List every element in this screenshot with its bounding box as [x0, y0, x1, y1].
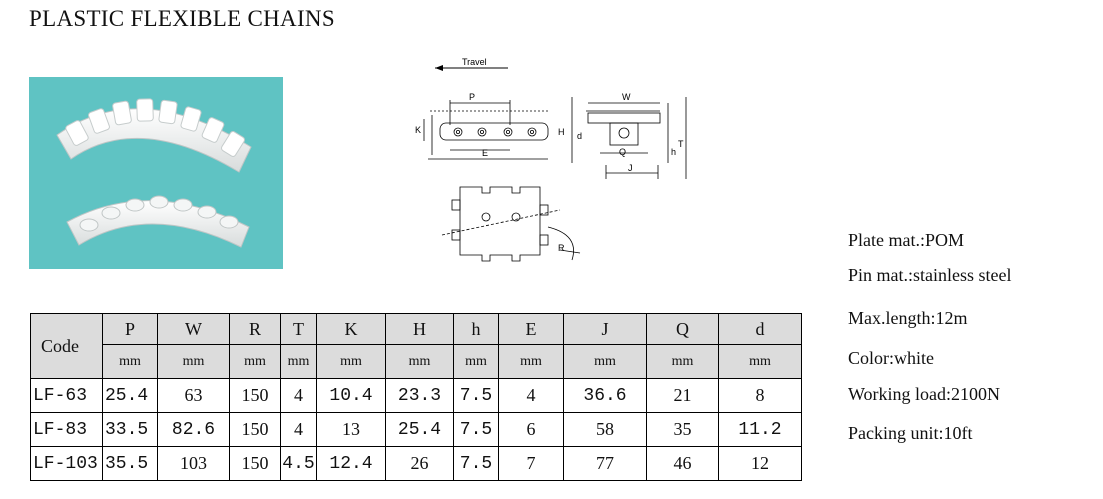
cell-value: 36.6 [563, 378, 647, 413]
dim-label-q: Q [619, 147, 626, 157]
travel-label: Travel [462, 57, 487, 67]
cell-value: 35 [646, 412, 719, 447]
header-r: R [229, 313, 281, 345]
cell-code: LF-63 [30, 378, 103, 413]
cell-code: LF-103 [30, 446, 103, 481]
table-row: LF-103 35.5 103 150 4.5 12.4 26 7.5 7 77… [30, 446, 802, 481]
dim-label-t: T [678, 139, 684, 149]
cell-value: 26 [385, 446, 454, 481]
dim-label-k: K [415, 125, 421, 135]
dim-label-h-upper: H [558, 127, 565, 137]
cell-value: 7.5 [453, 446, 499, 481]
dim-label-r: R [558, 243, 565, 253]
cell-value: 25.4 [102, 378, 158, 413]
unit-cell: mm [453, 344, 499, 379]
cell-value: 8 [718, 378, 802, 413]
header-h-upper: H [385, 313, 454, 345]
top-view [441, 186, 581, 262]
cell-value: 13 [316, 412, 386, 447]
cell-value: 7.5 [453, 412, 499, 447]
header-j: J [563, 313, 647, 345]
header-t: T [280, 313, 317, 345]
cell-value: 35.5 [102, 446, 158, 481]
cell-value: 33.5 [102, 412, 158, 447]
header-p: P [102, 313, 158, 345]
cell-value: 103 [157, 446, 230, 481]
spec-color: Color:white [848, 348, 934, 368]
header-e: E [498, 313, 564, 345]
unit-cell: mm [498, 344, 564, 379]
unit-cell: mm [718, 344, 802, 379]
header-d: d [718, 313, 802, 345]
travel-arrow-head [435, 65, 443, 71]
header-q: Q [646, 313, 719, 345]
cell-value: 150 [229, 446, 281, 481]
cell-value: 6 [498, 412, 564, 447]
dim-label-d: d [577, 131, 582, 141]
end-view [571, 97, 687, 179]
spec-packing-unit: Packing unit:10ft [848, 423, 973, 443]
cell-code: LF-83 [30, 412, 103, 447]
unit-cell: mm [280, 344, 317, 379]
cell-value: 82.6 [157, 412, 230, 447]
unit-cell: mm [157, 344, 230, 379]
cell-value: 23.3 [385, 378, 454, 413]
table-row: LF-63 25.4 63 150 4 10.4 23.3 7.5 4 36.6… [30, 378, 802, 413]
chain-photo-illustration [56, 98, 252, 248]
cell-value: 4 [498, 378, 564, 413]
spec-plate-material: Plate mat.:POM [848, 230, 964, 250]
unit-cell: mm [563, 344, 647, 379]
cell-value: 150 [229, 412, 281, 447]
dimensions-table: Code P W R T K H h E J Q d mm mm mm mm m… [30, 313, 802, 481]
product-photo [29, 77, 283, 269]
cell-value: 150 [229, 378, 281, 413]
cell-value: 21 [646, 378, 719, 413]
spec-working-load: Working load:2100N [848, 384, 1001, 404]
specifications-list: Plate mat.:POM Pin mat.:stainless steel … [848, 0, 1098, 499]
spec-pin-material: Pin mat.:stainless steel [848, 265, 1012, 285]
technical-drawings: Travel P E K H [410, 55, 700, 285]
cell-value: 10.4 [316, 378, 386, 413]
cell-value: 77 [563, 446, 647, 481]
header-w: W [157, 313, 230, 345]
cell-value: 58 [563, 412, 647, 447]
cell-value: 4.5 [280, 446, 317, 481]
unit-cell: mm [646, 344, 719, 379]
table-row: LF-83 33.5 82.6 150 4 13 25.4 7.5 6 58 3… [30, 412, 802, 447]
cell-value: 4 [280, 412, 317, 447]
table-header-row: Code P W R T K H h E J Q d [30, 313, 802, 379]
cell-value: 7 [498, 446, 564, 481]
cell-value: 46 [646, 446, 719, 481]
cell-value: 12.4 [316, 446, 386, 481]
cell-value: 4 [280, 378, 317, 413]
dim-label-h-lower: h [671, 147, 676, 157]
chain-dimension-drawing: Travel P E K H [415, 57, 687, 262]
header-code: Code [30, 313, 103, 379]
cell-value: 63 [157, 378, 230, 413]
cell-value: 7.5 [453, 378, 499, 413]
unit-cell: mm [229, 344, 281, 379]
spec-max-length: Max.length:12m [848, 308, 968, 328]
page-title: PLASTIC FLEXIBLE CHAINS [29, 6, 335, 31]
cell-value: 25.4 [385, 412, 454, 447]
unit-cell: mm [316, 344, 386, 379]
dim-label-p: P [469, 92, 475, 102]
table-unit-row: mm mm mm mm mm mm mm mm mm mm mm [31, 344, 802, 379]
header-k: K [316, 313, 386, 345]
dim-label-e: E [482, 148, 488, 158]
cell-value: 12 [718, 446, 802, 481]
cell-value: 11.2 [718, 412, 802, 447]
side-view [423, 100, 549, 160]
header-h-lower: h [453, 313, 499, 345]
dim-label-j: J [628, 163, 633, 173]
dim-label-w: W [622, 92, 631, 102]
unit-cell: mm [385, 344, 454, 379]
unit-cell: mm [102, 344, 158, 379]
